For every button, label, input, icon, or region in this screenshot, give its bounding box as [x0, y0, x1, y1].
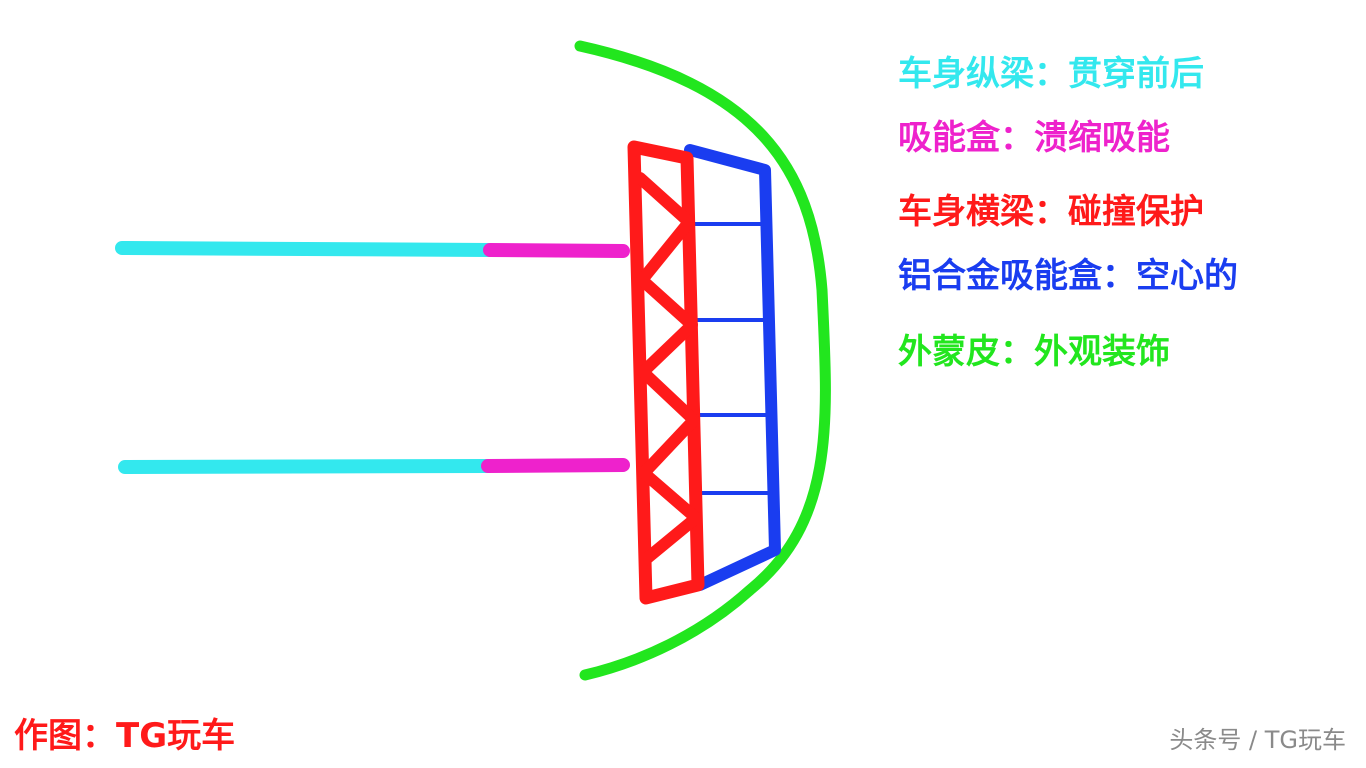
cross-beam-truss: [627, 140, 705, 605]
legend-item-aluminum-crash-box: 铝合金吸能盒：空心的: [898, 256, 1238, 296]
source-watermark: 头条号 / TG玩车: [1169, 726, 1346, 754]
cross-beam-frame: [627, 140, 705, 605]
aluminum-box-outline: [684, 144, 781, 591]
longitudinal-beam-upper: [115, 241, 497, 257]
crash-box-upper: [483, 243, 630, 258]
aluminum-crash-box: [684, 144, 781, 591]
legend-item-outer-skin: 外蒙皮：外观装饰: [898, 332, 1170, 372]
legend-item-longitudinal-beam: 车身纵梁：贯穿前后: [898, 54, 1204, 94]
legend-item-cross-beam: 车身横梁：碰撞保护: [898, 192, 1204, 232]
author-credit: 作图：TG玩车: [14, 716, 236, 756]
cross-beam-zigzag: [634, 172, 702, 566]
legend-item-crash-box: 吸能盒：溃缩吸能: [898, 118, 1170, 158]
longitudinal-beam-lower: [118, 459, 495, 474]
crash-box-lower: [481, 458, 630, 473]
outer-skin-arc: [574, 40, 831, 681]
